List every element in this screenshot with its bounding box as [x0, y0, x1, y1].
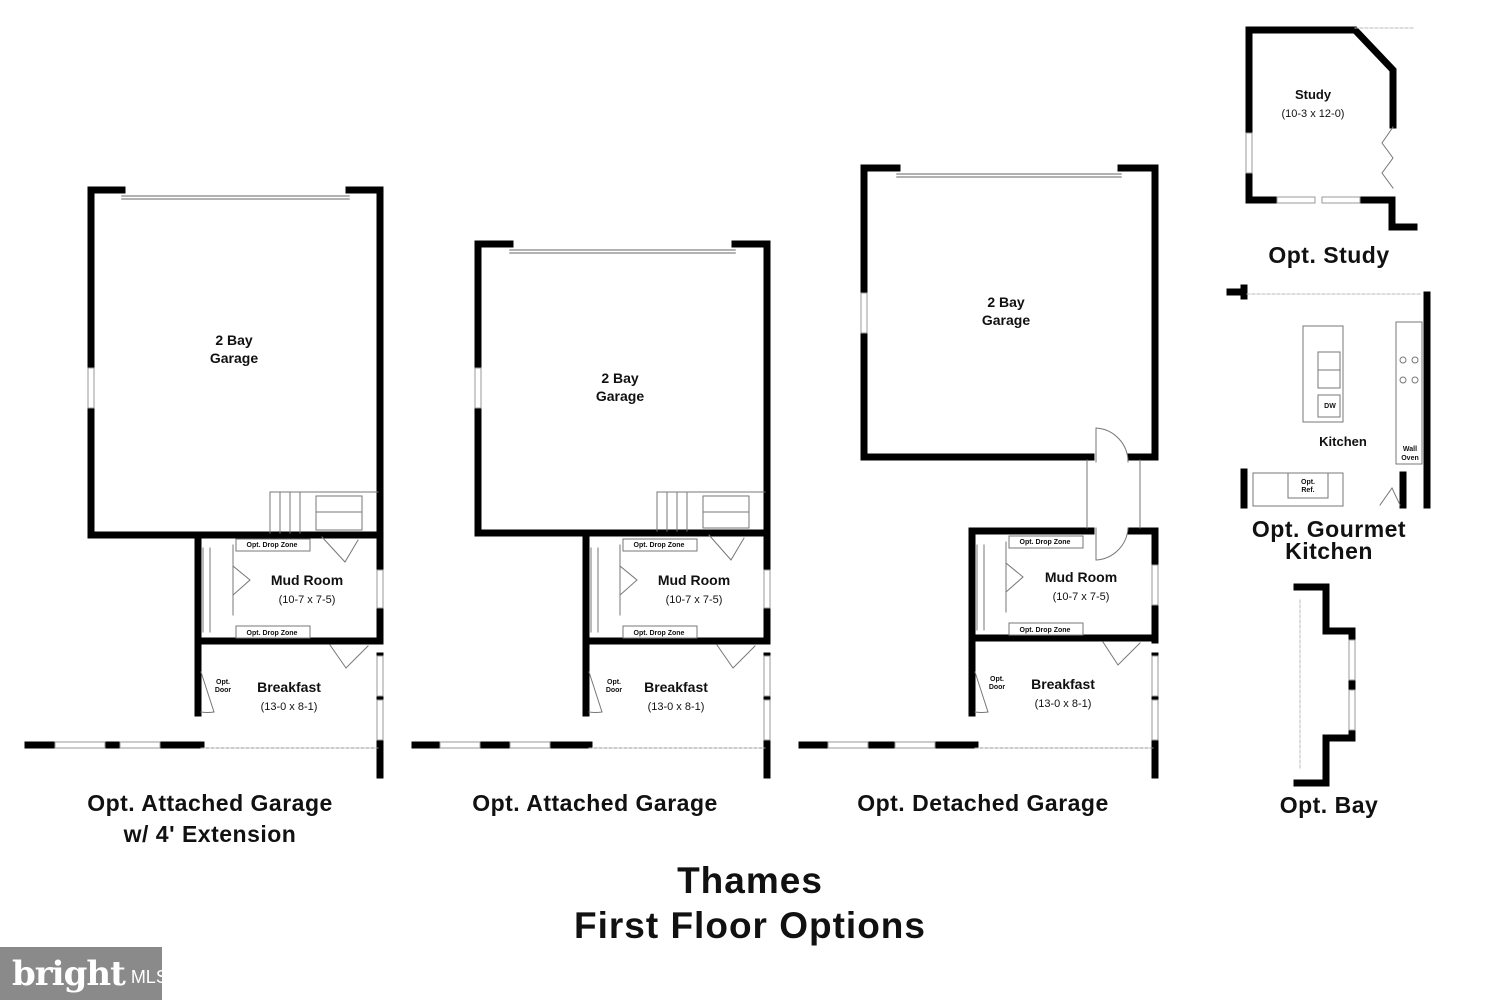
mud-room-label: Mud Room: [1045, 569, 1117, 585]
watermark-brand: bright: [12, 953, 126, 994]
opt-ref-label: Opt.: [1301, 479, 1315, 486]
caption-attached-garage: Opt. Attached Garage: [430, 788, 760, 819]
breakfast-dimensions: (13-0 x 8-1): [648, 701, 705, 713]
watermark-suffix: MLS: [130, 967, 168, 987]
caption-line: Opt. Study: [1268, 242, 1390, 268]
caption-detached-garage: Opt. Detached Garage: [818, 788, 1148, 819]
bright-mls-watermark: bright MLS: [0, 947, 168, 1000]
breakfast-label: Breakfast: [644, 679, 708, 695]
caption-line: Opt. Detached Garage: [857, 790, 1109, 816]
plan-gourmet-kitchen: [1226, 284, 1431, 509]
opt-ref-label: Ref.: [1301, 487, 1314, 494]
title-line-1: Thames: [677, 860, 823, 901]
opt-door-label: Door: [215, 687, 232, 694]
garage-label-1: 2 Bay: [601, 370, 639, 386]
drop-zone-label: Opt. Drop Zone: [634, 630, 685, 637]
wall-oven-label: Wall: [1403, 446, 1417, 453]
caption-line: Opt. Gourmet: [1251, 516, 1407, 542]
study-label: Study: [1295, 87, 1332, 102]
caption-attached-garage-extension: Opt. Attached Garage w/ 4' Extension: [40, 788, 380, 850]
opt-door-label: Door: [606, 687, 623, 694]
breakfast-label: Breakfast: [1031, 676, 1095, 692]
drop-zone-label: Opt. Drop Zone: [1020, 627, 1071, 634]
kitchen-wall: [1226, 284, 1431, 509]
drop-zone-label: Opt. Drop Zone: [634, 542, 685, 549]
garage-label-2: Garage: [210, 350, 258, 366]
opt-door-label: Door: [989, 684, 1006, 691]
mud-room-dimensions: (10-7 x 7-5): [1053, 591, 1110, 603]
caption-line: Opt. Bay: [1279, 792, 1379, 818]
wall-oven-label: Oven: [1401, 455, 1419, 462]
kitchen-label: Kitchen: [1319, 434, 1367, 449]
caption-line: Kitchen: [1285, 538, 1373, 564]
mudroom-breakfast-wall: [24, 531, 384, 779]
caption-line: w/ 4' Extension: [123, 821, 297, 847]
room-labels: 2 Bay Garage Mud Room (10-7 x 7-5) Opt. …: [210, 87, 1419, 713]
caption-line: Opt. Attached Garage: [87, 790, 333, 816]
mud-room-dimensions: (10-7 x 7-5): [279, 594, 336, 606]
plan-attached-garage: [411, 240, 771, 779]
breakfast-label: Breakfast: [257, 679, 321, 695]
mud-room-dimensions: (10-7 x 7-5): [666, 594, 723, 606]
garage-label-1: 2 Bay: [987, 294, 1025, 310]
drop-zone-label: Opt. Drop Zone: [247, 542, 298, 549]
garage-wall: [87, 186, 384, 539]
plan-title: Thames First Floor Options: [450, 858, 1050, 948]
mud-room-label: Mud Room: [658, 572, 730, 588]
caption-study: Opt. Study: [1240, 240, 1418, 271]
plan-attached-garage-extension: [24, 186, 384, 779]
plan-bay: [1293, 583, 1356, 787]
bay-wall: [1293, 583, 1356, 787]
caption-gourmet-kitchen: Opt. Gourmet Kitchen: [1230, 516, 1428, 564]
garage-label-2: Garage: [596, 388, 644, 404]
garage-wall: [474, 240, 771, 537]
mudroom-breakfast-wall: [798, 527, 1159, 779]
drop-zone-label: Opt. Drop Zone: [247, 630, 298, 637]
dishwasher-label: DW: [1324, 403, 1336, 410]
breakfast-dimensions: (13-0 x 8-1): [261, 701, 318, 713]
drop-zone-label: Opt. Drop Zone: [1020, 539, 1071, 546]
breakfast-dimensions: (13-0 x 8-1): [1035, 698, 1092, 710]
garage-label-2: Garage: [982, 312, 1030, 328]
opt-door-label: Opt.: [216, 679, 230, 686]
mud-room-label: Mud Room: [271, 572, 343, 588]
caption-bay: Opt. Bay: [1240, 790, 1418, 821]
plan-detached-garage: [798, 164, 1159, 779]
title-line-2: First Floor Options: [574, 905, 926, 946]
plan-study: [1245, 26, 1418, 231]
study-wall: [1245, 26, 1418, 231]
opt-door-label: Opt.: [607, 679, 621, 686]
mudroom-breakfast-wall: [411, 529, 771, 779]
opt-door-label: Opt.: [990, 676, 1004, 683]
study-dimensions: (10-3 x 12-0): [1282, 108, 1345, 120]
caption-line: Opt. Attached Garage: [472, 790, 718, 816]
garage-label-1: 2 Bay: [215, 332, 253, 348]
